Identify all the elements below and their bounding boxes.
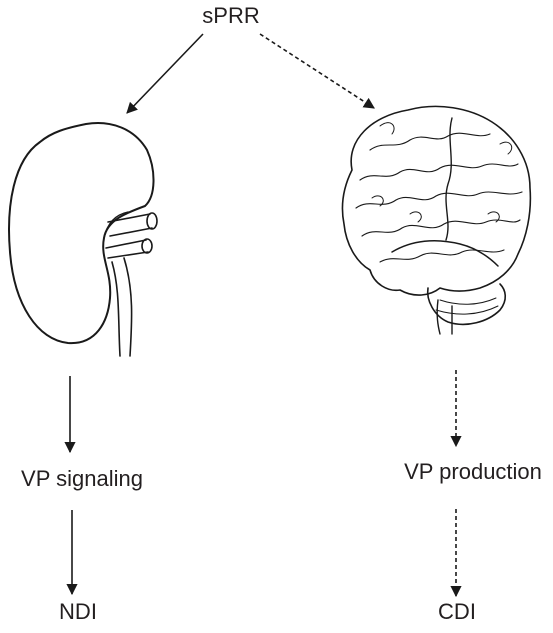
brain-icon [341,105,532,335]
label-vp-production: VP production [404,459,542,484]
arrow-sprr-to-brain [259,33,375,109]
label-vp-signaling: VP signaling [21,466,143,491]
label-ndi: NDI [59,599,97,624]
label-cdi: CDI [438,599,476,624]
kidney-icon [8,122,158,357]
label-sprr: sPRR [202,3,259,28]
arrow-sprr-to-kidney [126,33,204,114]
